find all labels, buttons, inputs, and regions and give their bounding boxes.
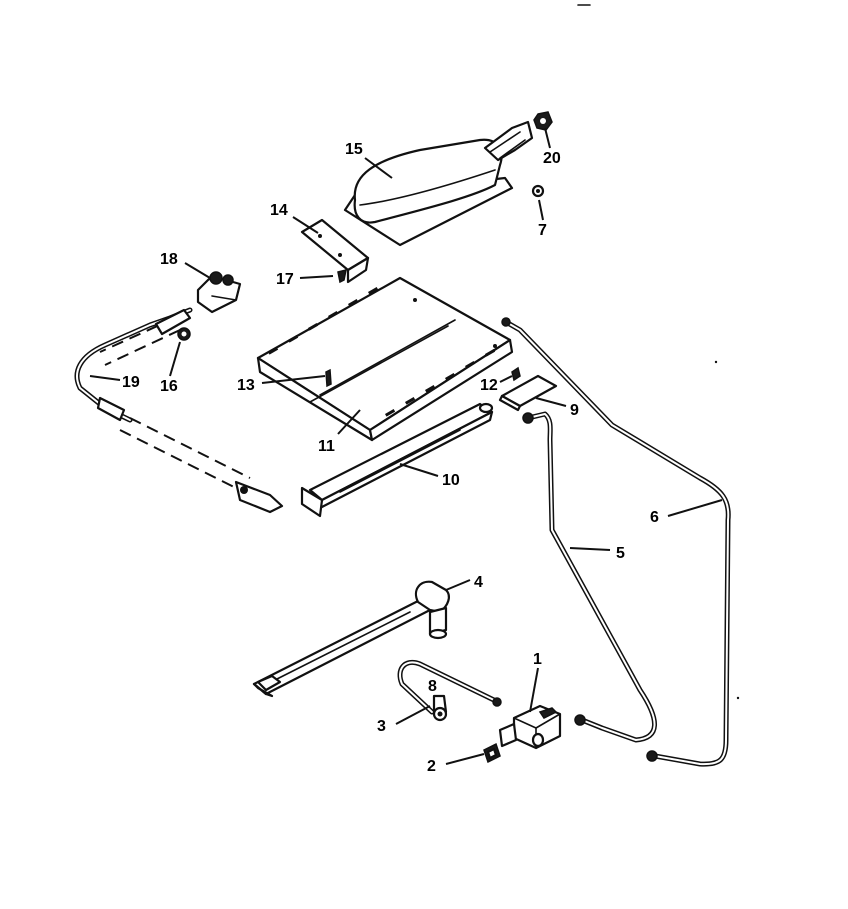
part-19-tube — [74, 307, 284, 514]
part-5-gas-line — [522, 411, 657, 743]
part-2-orifice — [483, 742, 501, 764]
stray-dot — [736, 696, 740, 700]
callout-12: 12 — [480, 377, 498, 394]
callout-20: 20 — [543, 150, 561, 167]
part-3-pilot-line — [397, 660, 502, 715]
callout-17: 17 — [276, 271, 294, 288]
callout-16: 16 — [160, 378, 178, 395]
part-15-burner-housing — [343, 120, 534, 247]
callout-15: 15 — [345, 141, 363, 158]
callout-19: 19 — [122, 374, 140, 391]
tray-slots — [267, 287, 496, 417]
callout-8: 8 — [428, 678, 437, 695]
part-6-gas-line — [501, 317, 731, 767]
part-9-bracket — [498, 374, 558, 412]
part-7-fitting — [531, 184, 545, 198]
part-18-valve-block — [196, 271, 242, 314]
callout-13: 13 — [237, 377, 255, 394]
callout-9: 9 — [570, 402, 579, 419]
callout-5: 5 — [616, 545, 625, 562]
leader-lines — [89, 127, 723, 765]
callout-18: 18 — [160, 251, 178, 268]
part-12-screw — [511, 366, 521, 382]
part-11-tray — [256, 276, 514, 442]
part-8-fitting — [432, 694, 448, 722]
stray-dot — [714, 360, 718, 364]
part-1-valve — [498, 704, 562, 750]
callout-3: 3 — [377, 718, 386, 735]
callout-2: 2 — [427, 758, 436, 775]
part-10-burner-tube — [300, 402, 494, 518]
callout-7: 7 — [538, 222, 547, 239]
part-14-bracket — [300, 218, 370, 284]
callout-10: 10 — [442, 472, 460, 489]
callout-6: 6 — [650, 509, 659, 526]
part-20-nut — [533, 111, 553, 131]
part-17-screw — [337, 268, 347, 284]
callout-4: 4 — [474, 574, 483, 591]
part-13-screw — [325, 368, 332, 388]
callout-11: 11 — [318, 438, 335, 455]
callout-14: 14 — [270, 202, 288, 219]
callouts: 15 20 7 14 17 18 16 19 13 11 12 9 10 6 5… — [122, 141, 659, 775]
part-4-oven-burner — [252, 580, 450, 698]
part-16-fitting — [177, 327, 191, 341]
callout-1: 1 — [533, 651, 542, 668]
